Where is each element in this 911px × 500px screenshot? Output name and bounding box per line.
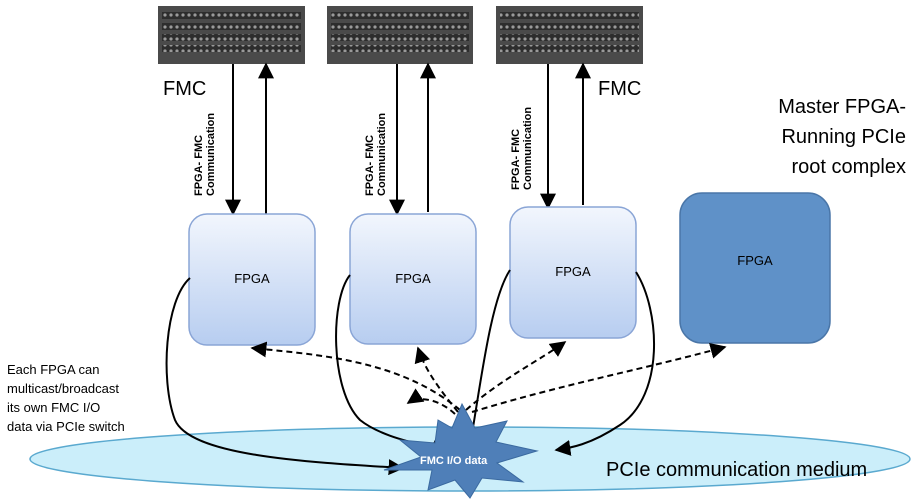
master-fpga-box — [679, 192, 831, 344]
fpga-box-2 — [349, 213, 477, 345]
fpga-fmc-link-label-3: FPGA- FMC Communication — [510, 106, 534, 190]
fmc-connector-3 — [496, 6, 643, 64]
fmc-connector-1 — [158, 6, 305, 64]
fmc-label-1: FMC — [163, 78, 207, 100]
fpga-label-1: FPGA — [234, 271, 270, 286]
master-fpga-label: FPGA — [737, 253, 773, 268]
fmc-label-3: FMC — [598, 78, 642, 100]
fpga3-right-to-medium-arrow — [554, 271, 655, 456]
broadcast-to-master-arrow — [471, 343, 727, 413]
fpga-label-2: FPGA — [395, 271, 431, 286]
fmc-io-data-burst — [383, 402, 539, 499]
fpga-label-3: FPGA — [555, 264, 591, 279]
fmc-io-data-label: FMC I/O data — [420, 455, 488, 467]
broadcast-to-fpga2-arrow — [414, 346, 459, 413]
broadcast-to-fpga3-arrow — [465, 341, 567, 411]
fmc-connector-2 — [327, 6, 473, 64]
master-fpga-description: Master FPGA- Running PCIe root complex — [778, 96, 906, 178]
fpga1-to-medium-arrow — [165, 277, 405, 476]
fpga-fmc-link-label-1: FPGA- FMC Communication — [193, 112, 217, 196]
fpga3-to-medium-arrow — [464, 269, 511, 447]
broadcast-note: Each FPGA can multicast/broadcast its ow… — [7, 362, 125, 434]
pcie-medium-label: PCIe communication medium — [606, 459, 868, 481]
broadcast-small-curve-arrow — [406, 388, 456, 415]
fpga-fmc-link-label-2: FPGA- FMC Communication — [364, 112, 388, 196]
broadcast-to-fpga1-arrow — [250, 341, 461, 411]
